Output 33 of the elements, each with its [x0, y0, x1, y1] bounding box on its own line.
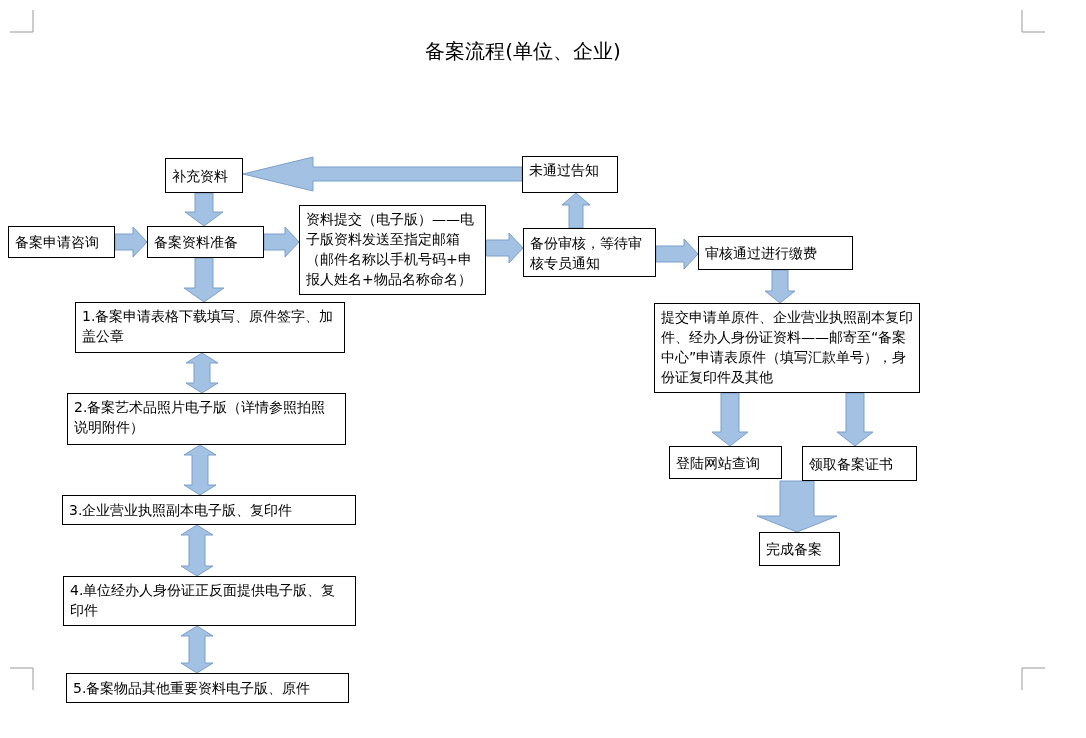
title: 备案流程(单位、企业) — [424, 38, 622, 65]
process-box: 备案资料准备 — [147, 226, 264, 258]
block-arrow — [561, 192, 591, 229]
process-box: 备案申请咨询 — [8, 226, 115, 258]
block-arrow — [183, 257, 225, 303]
double-block-arrow — [183, 444, 217, 496]
double-block-arrow — [185, 352, 219, 394]
process-box: 5.备案物品其他重要资料电子版、原件 — [66, 673, 349, 703]
block-arrow — [242, 156, 523, 192]
process-box: 3.企业营业执照副本电子版、复印件 — [62, 495, 356, 525]
double-block-arrow — [180, 524, 214, 577]
block-arrow — [485, 232, 524, 264]
block-arrow — [756, 480, 838, 533]
process-box: 登陆网站查询 — [669, 446, 782, 479]
process-box: 补充资料 — [165, 158, 243, 193]
process-box: 审核通过进行缴费 — [698, 236, 853, 270]
block-arrow — [764, 269, 796, 304]
block-arrow — [655, 238, 699, 270]
process-box: 备份审核，等待审核专员通知 — [523, 228, 656, 277]
process-box: 完成备案 — [759, 532, 840, 566]
process-box: 领取备案证书 — [802, 446, 917, 481]
process-box: 提交申请单原件、企业营业执照副本复印件、经办人身份证资料——邮寄至“备案中心”申请表原件（填写汇款单号），身份证复印件及其他 — [654, 303, 920, 393]
process-box: 4.单位经办人身份证正反面提供电子版、复印件 — [63, 576, 356, 626]
block-arrow — [836, 392, 874, 447]
process-box: 未通过告知 — [522, 156, 618, 193]
process-box: 资料提交（电子版）——电子版资料发送至指定邮箱（邮件名称以手机号码+申报人姓名+物品名称命名） — [299, 205, 486, 295]
block-arrow — [711, 392, 749, 447]
block-arrow — [114, 226, 148, 258]
block-arrow — [263, 226, 300, 258]
double-block-arrow — [180, 625, 214, 674]
process-box: 2.备案艺术品照片电子版（详情参照拍照说明附件） — [67, 393, 346, 445]
block-arrow — [184, 192, 224, 227]
process-box: 1.备案申请表格下载填写、原件签字、加盖公章 — [75, 302, 345, 353]
